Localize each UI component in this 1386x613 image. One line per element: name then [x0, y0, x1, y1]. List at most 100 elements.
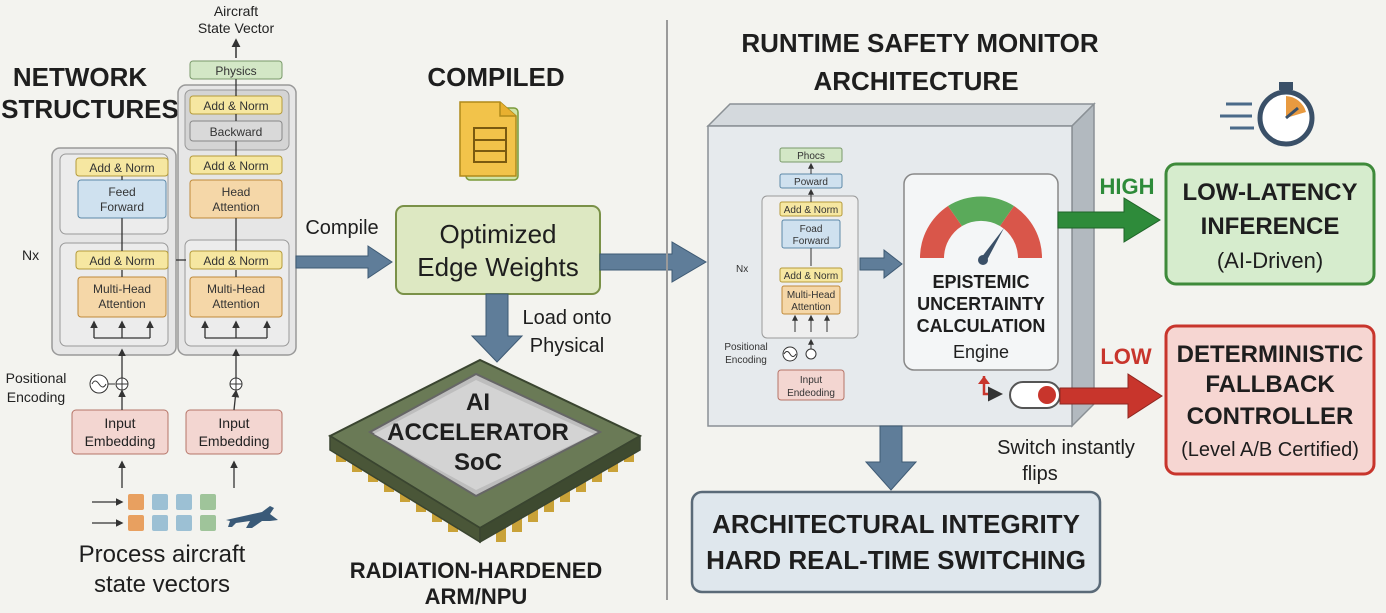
- chip-label-3: SoC: [454, 449, 502, 476]
- mha-label-1: Multi-Head: [93, 282, 151, 296]
- mha-label-1: Multi-Head: [207, 282, 265, 296]
- mini-ff-label-2: Forward: [793, 236, 830, 247]
- engine-label-4: Engine: [953, 342, 1009, 362]
- mini-connectors: [792, 162, 830, 332]
- chip-label-1: AI: [466, 389, 490, 416]
- airplane-icon: [226, 506, 278, 528]
- head-attention-label-2: Attention: [212, 200, 259, 214]
- input-embedding-block-left: [71, 409, 169, 455]
- mini-mha-block: [781, 285, 841, 315]
- uncertainty-gauge-icon: [919, 196, 1043, 265]
- monitor-box-side: [1071, 102, 1095, 428]
- nx-label: Nx: [22, 247, 39, 263]
- mini-add-circle-icon: [805, 348, 817, 360]
- load-label-2: Physical: [530, 335, 604, 357]
- network-title-line2: STRUCTURES: [1, 94, 179, 124]
- add-norm-label: Add & Norm: [89, 254, 154, 268]
- mini-add-norm-label: Add & Norm: [784, 205, 838, 216]
- compile-label: Compile: [305, 217, 378, 239]
- attention-input-arrows-right: [201, 320, 271, 339]
- embed-up-arrow: [231, 389, 240, 411]
- engine-label-3: CALCULATION: [917, 316, 1046, 336]
- switch-label-1: Switch instantly: [997, 437, 1135, 459]
- left-stack-connectors: [90, 176, 186, 339]
- sine-path: [91, 380, 107, 388]
- engine-label-2: UNCERTAINTY: [917, 294, 1045, 314]
- mini-add-norm-label: Add & Norm: [784, 271, 838, 282]
- aircraft-label-line2: State Vector: [198, 20, 275, 36]
- mini-poward-label: Poward: [794, 177, 828, 188]
- input-label-2: Embedding: [199, 433, 270, 449]
- head-attention-label-1: Head: [222, 185, 251, 199]
- physics-label: Physics: [215, 64, 256, 78]
- load-label-1: Load onto: [523, 307, 612, 329]
- network-title-line1: NETWORK: [13, 62, 148, 92]
- mini-to-engine-arrow: [859, 248, 903, 280]
- input-label-2: Embedding: [85, 433, 156, 449]
- mini-physics-block: [779, 147, 843, 163]
- pos-enc-label-1: Positional: [6, 370, 67, 386]
- monitor-box-top: [706, 103, 1096, 127]
- mini-add-norm-block: [779, 267, 843, 283]
- add-norm-label: Add & Norm: [89, 161, 154, 175]
- integrity-label-2: HARD REAL-TIME SWITCHING: [706, 545, 1086, 575]
- mini-input-label-1: Input: [800, 375, 822, 386]
- backward-label: Backward: [210, 125, 263, 139]
- mini-phocs-label: Phocs: [797, 151, 825, 162]
- fallback-label-1: DETERMINISTIC: [1177, 341, 1364, 368]
- switch-label-2: flips: [1022, 463, 1058, 485]
- hardware-label-1: RADIATION-HARDENED: [350, 558, 603, 583]
- weights-label-1: Optimized: [439, 219, 556, 249]
- integrity-arrow: [864, 425, 918, 491]
- low-label: LOW: [1100, 344, 1152, 369]
- pos-enc-label-2: Encoding: [7, 389, 65, 405]
- input-label-1: Input: [104, 415, 135, 431]
- compiled-title: COMPILED: [427, 62, 564, 92]
- fallback-label-2: FALLBACK: [1205, 371, 1335, 398]
- mini-sine-path: [783, 351, 797, 357]
- high-arrow: [1057, 197, 1161, 243]
- mha-label-2: Attention: [212, 297, 259, 311]
- mini-mha-label-2: Attention: [791, 302, 830, 313]
- mini-ff-label-1: Foad: [800, 224, 823, 235]
- soc-chip: [327, 358, 643, 544]
- low-latency-label-3: (AI-Driven): [1217, 248, 1323, 273]
- mini-pos-label-2: Encoding: [725, 355, 767, 366]
- fallback-label-4: (Level A/B Certified): [1181, 439, 1359, 461]
- switch-knob: [1038, 386, 1056, 404]
- weights-label-2: Edge Weights: [417, 252, 578, 282]
- chip-label-2: ACCELERATOR: [387, 419, 569, 446]
- mini-stack-frame: [761, 195, 859, 339]
- process-label-2: state vectors: [94, 571, 230, 598]
- integrity-label-1: ARCHITECTURAL INTEGRITY: [712, 509, 1080, 539]
- mini-nx-label: Nx: [736, 264, 748, 275]
- deploy-arrow: [599, 241, 707, 283]
- mini-input-block: [777, 369, 845, 401]
- ff-label-2: Forward: [100, 200, 144, 214]
- plus-icon: [230, 378, 242, 390]
- process-label-1: Process aircraft: [79, 541, 246, 568]
- add-norm-label: Add & Norm: [203, 159, 268, 173]
- mini-mha-label-1: Multi-Head: [787, 290, 835, 301]
- compile-arrow: [295, 245, 393, 279]
- plus-icon: [116, 378, 128, 390]
- stopwatch-icon: [1220, 82, 1315, 147]
- high-label: HIGH: [1100, 174, 1155, 199]
- fallback-label-3: CONTROLLER: [1187, 403, 1354, 430]
- runtime-title-line1: RUNTIME SAFETY MONITOR: [741, 28, 1098, 58]
- engine-label-1: EPISTEMIC: [932, 272, 1029, 292]
- add-norm-label: Add & Norm: [203, 99, 268, 113]
- mha-label-2: Attention: [98, 297, 145, 311]
- input-label-1: Input: [218, 415, 249, 431]
- low-latency-label-2: INFERENCE: [1201, 213, 1340, 240]
- low-latency-inference-box: [1164, 162, 1376, 286]
- low-arrow: [1059, 373, 1163, 419]
- architectural-integrity-box: [690, 490, 1102, 594]
- ff-label-1: Feed: [108, 185, 135, 199]
- aircraft-label-line1: Aircraft: [214, 3, 258, 19]
- document-icon: [459, 101, 519, 181]
- switch-up-tip: [978, 376, 990, 384]
- load-arrow: [470, 293, 524, 363]
